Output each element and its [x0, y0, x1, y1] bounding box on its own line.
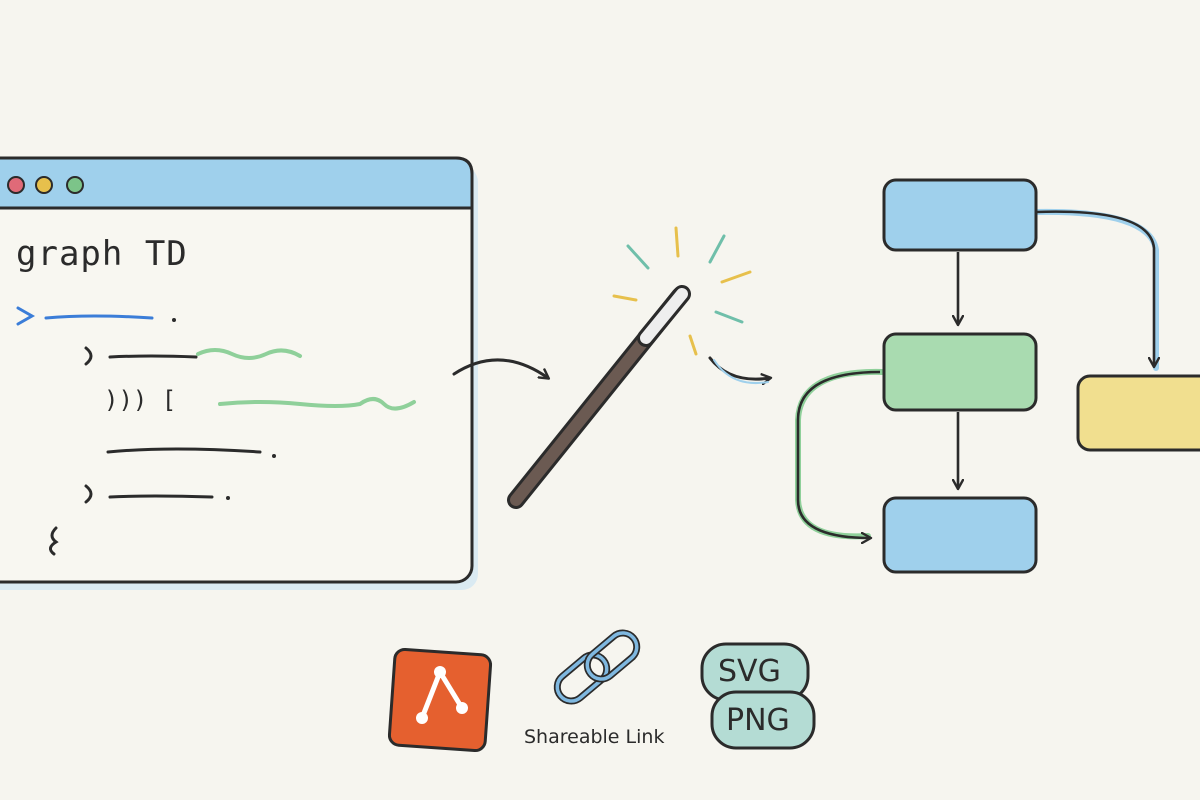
arrow-to-wand	[452, 358, 548, 378]
flowchart	[795, 178, 1200, 574]
flowchart-node-middle	[882, 332, 1038, 412]
svg-format-label: SVG	[718, 654, 781, 689]
png-format-label: PNG	[726, 703, 790, 738]
flowchart-node-top	[882, 178, 1038, 252]
close-dot	[7, 176, 25, 194]
maximize-dot	[66, 176, 84, 194]
link-icon	[553, 629, 641, 705]
git-icon	[387, 647, 493, 753]
arrow-to-diagram	[708, 356, 770, 379]
flowchart-node-bottom	[882, 496, 1038, 574]
code-editor-window	[0, 156, 478, 590]
code-graph-td: graph TD	[16, 234, 188, 274]
minimize-dot	[35, 176, 53, 194]
code-brackets: ))) [	[104, 386, 177, 414]
format-badges	[700, 642, 816, 750]
flowchart-node-right	[1076, 374, 1200, 452]
magic-wand-icon	[507, 226, 752, 509]
code-scribbles	[16, 306, 416, 556]
shareable-link-label: Shareable Link	[524, 726, 665, 748]
